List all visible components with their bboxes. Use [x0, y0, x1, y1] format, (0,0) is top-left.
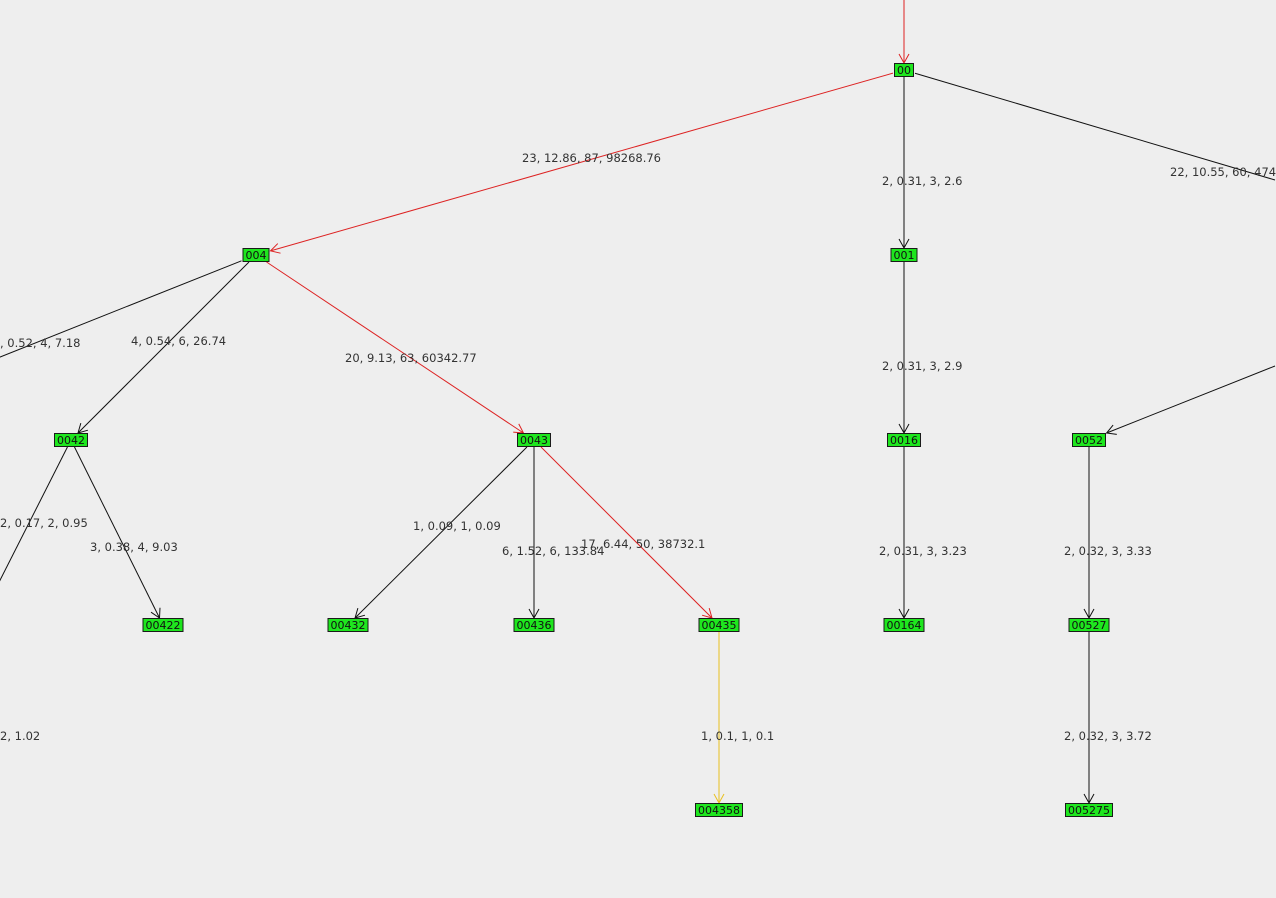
edge-label-0042-00422: 3, 0.38, 4, 9.03 [90, 540, 178, 554]
edge-label-00-004: 23, 12.86, 87, 98268.76 [522, 151, 661, 165]
node-00164[interactable]: 00164 [883, 618, 925, 632]
node-00435[interactable]: 00435 [698, 618, 740, 632]
edge-label-00-005: 22, 10.55, 60, 474 [1170, 165, 1276, 179]
node-001[interactable]: 001 [890, 248, 918, 262]
edge-005-0052 [1105, 365, 1276, 435]
node-004[interactable]: 004 [242, 248, 270, 262]
edge-label-0043-00432: 1, 0.09, 1, 0.09 [413, 519, 501, 533]
edge-0042-00422 [74, 446, 161, 619]
edge-label-004-0043: 20, 9.13, 63, 60342.77 [345, 351, 477, 365]
edge-label-00-001: 2, 0.31, 3, 2.6 [882, 174, 963, 188]
node-00527[interactable]: 00527 [1068, 618, 1110, 632]
edge-label-0043-00435: 17, 6.44, 50, 38732.1 [581, 537, 706, 551]
node-0043[interactable]: 0043 [517, 433, 551, 447]
node-00[interactable]: 00 [894, 63, 914, 77]
edge-0043-00432 [354, 446, 528, 619]
edge-004-0042 [77, 261, 250, 434]
edge-label-left-leaf: 2, 1.02 [0, 729, 41, 743]
node-00422[interactable]: 00422 [142, 618, 184, 632]
edge-label-0052-00527: 2, 0.32, 3, 3.33 [1064, 544, 1152, 558]
edge-004-0043 [266, 261, 525, 434]
edge-004-left [0, 260, 242, 358]
edge-label-00435-004358: 1, 0.1, 1, 0.1 [701, 729, 775, 743]
node-005275[interactable]: 005275 [1065, 803, 1113, 817]
node-0052[interactable]: 0052 [1072, 433, 1106, 447]
edge-label-004-0042: 4, 0.54, 6, 26.74 [131, 334, 227, 348]
node-004358[interactable]: 004358 [695, 803, 743, 817]
edge-label-001-0016: 2, 0.31, 3, 2.9 [882, 359, 963, 373]
edge-0043-00435 [540, 446, 713, 619]
edge-label-0043-00436: 6, 1.52, 6, 133.84 [502, 544, 605, 558]
node-00436[interactable]: 00436 [513, 618, 555, 632]
node-0042[interactable]: 0042 [54, 433, 88, 447]
edge-00-005 [914, 72, 1276, 181]
edge-label-00527-005275: 2, 0.32, 3, 3.72 [1064, 729, 1152, 743]
edge-label-004-left: , 0.52, 4, 7.18 [0, 336, 81, 350]
node-0016[interactable]: 0016 [887, 433, 921, 447]
edge-label-0016-00164: 2, 0.31, 3, 3.23 [879, 544, 967, 558]
edge-label-0042-left: 2, 0.17, 2, 0.95 [0, 516, 88, 530]
edge-0042-left [0, 446, 68, 582]
edge-00-004 [269, 72, 894, 254]
node-00432[interactable]: 00432 [327, 618, 369, 632]
